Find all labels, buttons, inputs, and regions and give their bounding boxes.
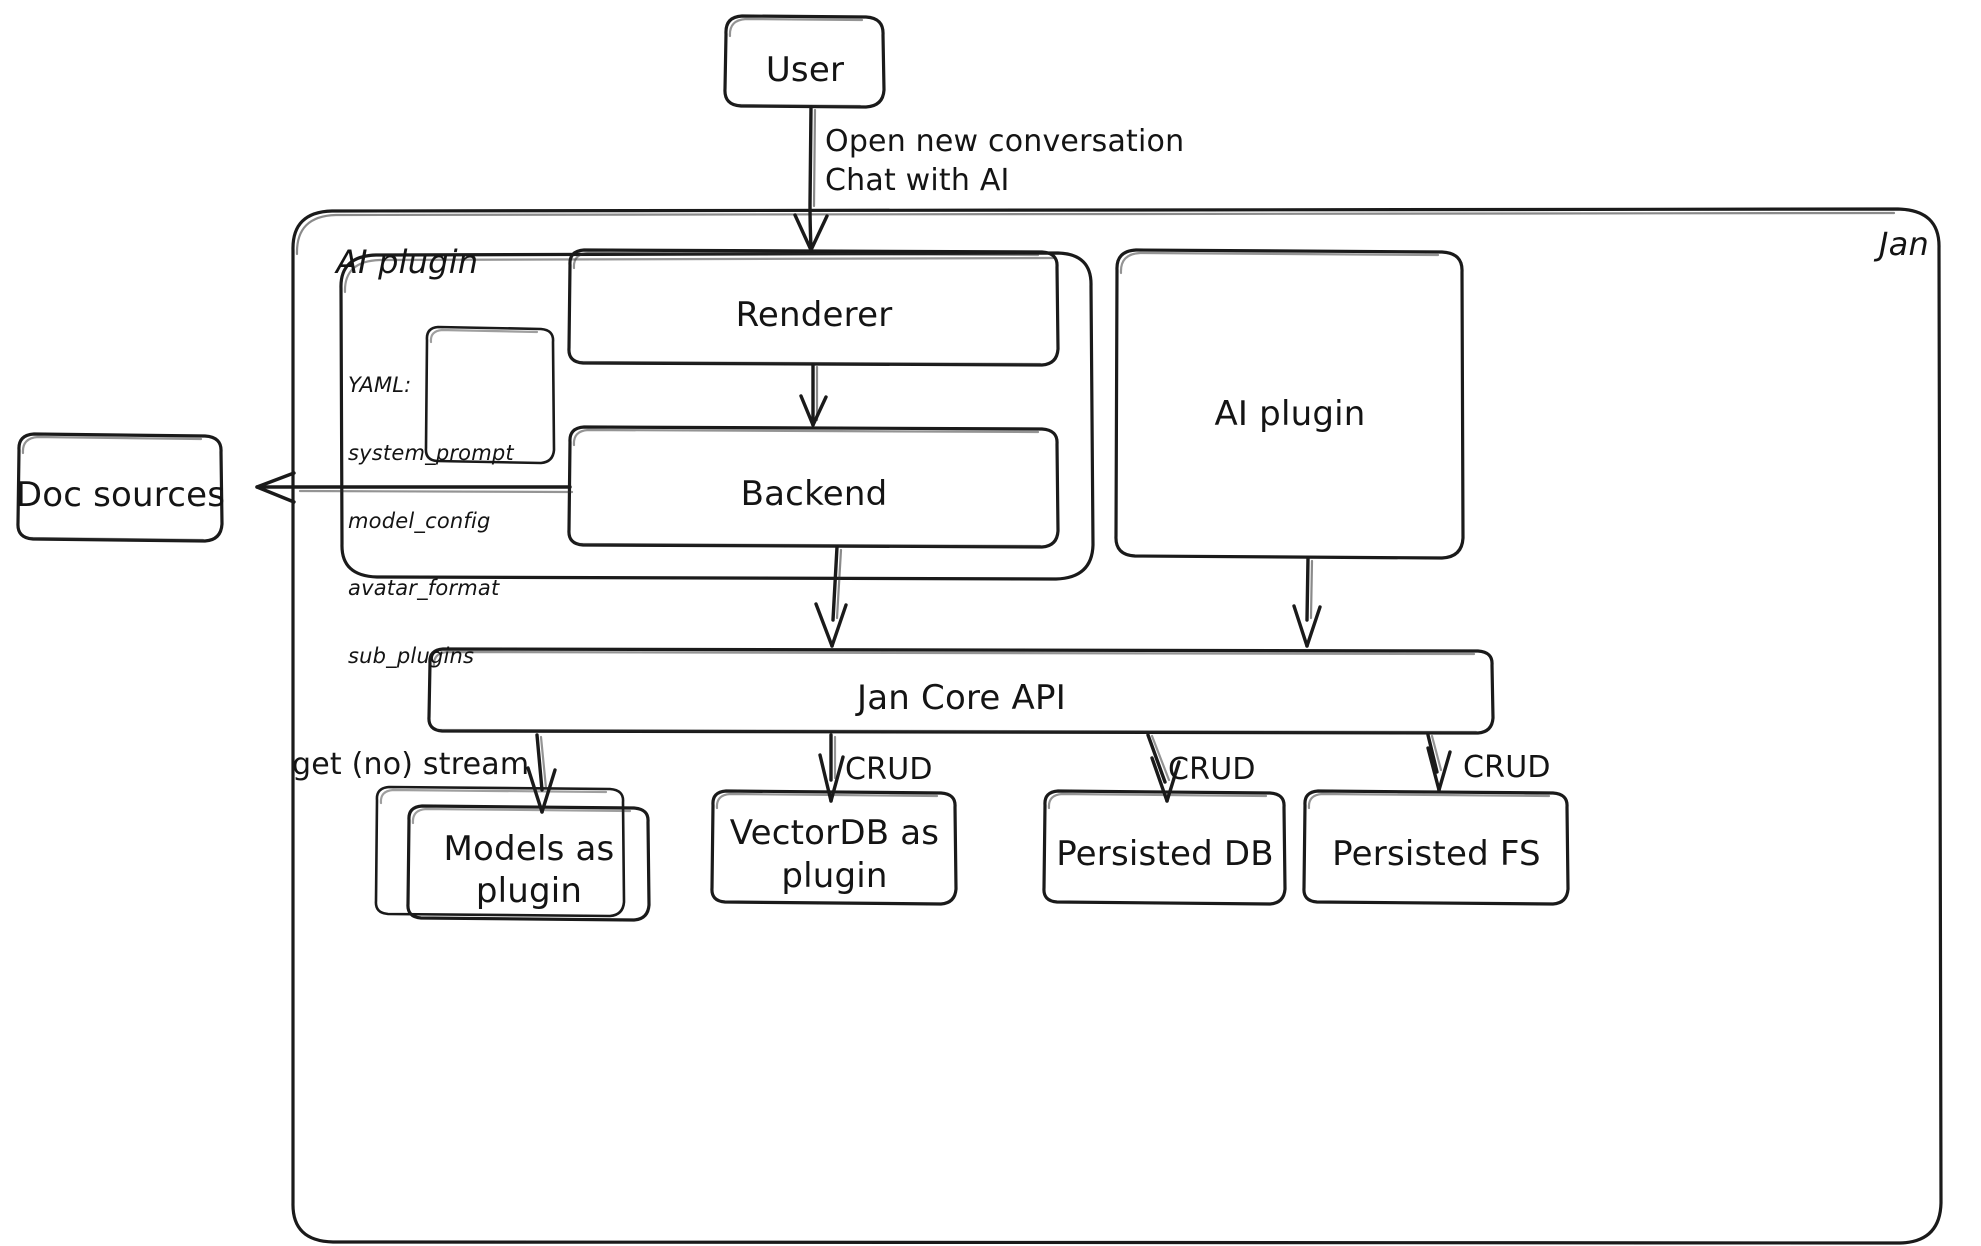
node-jan-core-api-shape bbox=[427, 647, 1495, 735]
node-doc-sources-shape bbox=[16, 432, 224, 543]
node-persisted-fs-shape bbox=[1302, 789, 1570, 906]
node-vectordb-as-plugin-shape bbox=[710, 789, 958, 906]
container-jan bbox=[291, 207, 1943, 1245]
container-ai-plugin-group bbox=[339, 251, 1095, 581]
node-backend-shape bbox=[567, 425, 1060, 549]
edge-backend-to-jan-core-api bbox=[814, 545, 848, 648]
node-persisted-db-shape bbox=[1042, 789, 1287, 906]
edge-backend-to-doc-sources bbox=[255, 471, 574, 504]
node-models-as-plugin-shape bbox=[374, 785, 651, 922]
edge-jan-core-api-to-vectordb bbox=[818, 733, 845, 803]
edge-jan-core-api-to-persisted-db bbox=[1146, 733, 1181, 803]
edge-jan-core-api-to-persisted-fs bbox=[1426, 733, 1452, 792]
edge-renderer-to-backend bbox=[799, 363, 828, 427]
edge-ai-plugin-to-jan-core-api bbox=[1292, 556, 1322, 648]
node-user-shape bbox=[723, 14, 886, 109]
node-renderer-shape bbox=[567, 248, 1060, 367]
edge-user-to-renderer bbox=[793, 105, 829, 252]
edge-jan-core-api-to-models bbox=[526, 733, 557, 814]
node-ai-plugin-shape bbox=[1114, 248, 1465, 560]
node-yaml-shape bbox=[424, 325, 556, 465]
